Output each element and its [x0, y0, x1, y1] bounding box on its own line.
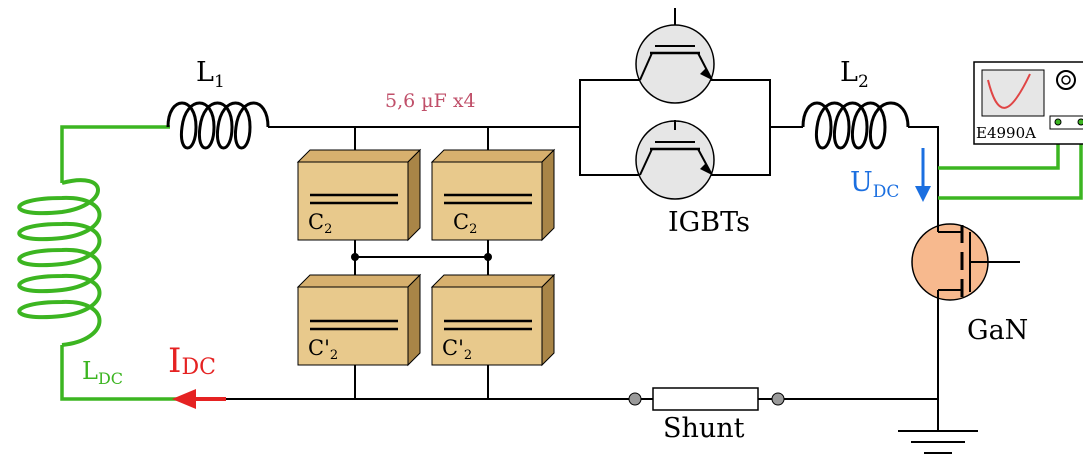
c2p-bottom-right-label: C'2: [442, 336, 472, 363]
udc-arrow: [915, 148, 931, 202]
capacitor-c2-top-left: [296, 148, 422, 242]
l1-coil-turns: [166, 101, 270, 150]
idc-label: IDC: [168, 341, 216, 381]
ground-symbol: [898, 430, 978, 454]
igbt-bottom: [635, 120, 715, 200]
gan-transistor: [911, 223, 1020, 301]
idc-arrow: [172, 389, 226, 409]
shunt-resistor: [628, 387, 785, 411]
igbts-label: IGBTs: [668, 207, 750, 238]
igbt-top: [635, 8, 715, 104]
c2-top-right-label: C2: [453, 210, 477, 237]
inductor-l2: [801, 101, 910, 150]
ldc-bottom-lead: [60, 345, 180, 401]
cap-spec-label: 5,6 µF x4: [385, 90, 476, 112]
l2-to-gan-wire: [908, 126, 939, 225]
ldc-label: LDC: [82, 357, 123, 388]
udc-label: UDC: [850, 167, 899, 202]
probe-wire-lower: [938, 123, 1083, 200]
ldc-top-lead: [60, 125, 170, 183]
l1-label: L1: [196, 57, 225, 92]
l2-label: L2: [840, 57, 869, 92]
gan-label: GaN: [967, 315, 1028, 346]
instrument-label: E4990A: [976, 124, 1036, 142]
junction-dot-right: [484, 253, 492, 261]
shunt-label: Shunt: [663, 413, 745, 444]
ldc-coil: [17, 178, 102, 347]
instrument-e4990a: [973, 61, 1083, 145]
c2-top-left-label: C2: [308, 210, 332, 237]
inductor-l1: [166, 101, 270, 150]
ldc-coil-turns: [17, 178, 102, 347]
l2-coil-turns: [801, 101, 910, 150]
junction-dot-left: [351, 253, 359, 261]
c2p-bottom-left-label: C'2: [308, 336, 338, 363]
capacitor-c2-top-right: [430, 148, 556, 242]
capacitor-c2p-bottom-left: [296, 273, 422, 367]
capacitor-c2p-bottom-right: [430, 273, 556, 367]
